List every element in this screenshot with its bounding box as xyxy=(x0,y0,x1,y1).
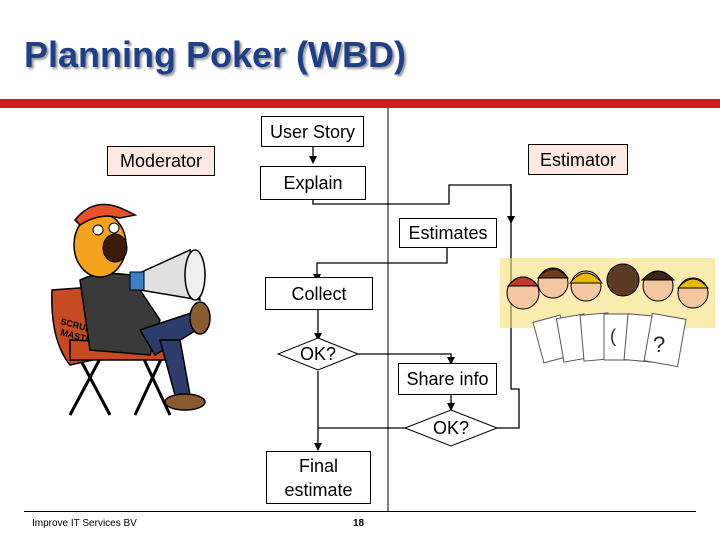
moderator-label: Moderator xyxy=(119,151,203,171)
footer-divider xyxy=(24,511,696,512)
estimates-step: Estimates xyxy=(399,218,497,248)
slide-title: Planning Poker (WBD) xyxy=(24,34,407,75)
moderator-box: Moderator xyxy=(107,146,215,176)
ok1-label-box: OK? xyxy=(299,344,337,364)
explain-step: Explain xyxy=(260,166,366,200)
ok1-diamond xyxy=(276,337,360,371)
svg-text:?: ? xyxy=(653,332,665,357)
scrum-master-megaphone-icon: SCRUM MASTER xyxy=(51,203,211,416)
user-story-step: User Story xyxy=(261,116,364,147)
ok2-label-box: OK? xyxy=(432,418,470,438)
ok2-diamond xyxy=(403,409,499,447)
title-divider xyxy=(0,99,720,108)
footer-company: Improve IT Services BV xyxy=(32,518,137,529)
collect-step: Collect xyxy=(265,277,373,310)
team-with-poker-cards-icon: ( ? xyxy=(500,258,715,368)
final-estimate-step: Final estimate xyxy=(266,451,371,504)
arrow-estimates-collect xyxy=(313,246,448,282)
page-number: 18 xyxy=(353,518,365,529)
share-info-step: Share info xyxy=(398,363,497,395)
estimator-box: Estimator xyxy=(528,144,628,175)
arrow-ok1-shareinfo xyxy=(355,353,455,365)
estimator-label: Estimator xyxy=(539,149,617,170)
svg-text:(: ( xyxy=(610,326,616,346)
